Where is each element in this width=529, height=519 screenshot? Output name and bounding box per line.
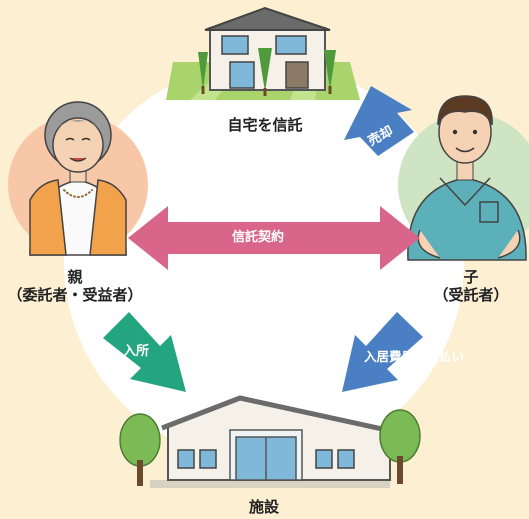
trust-contract-arrow [128, 206, 420, 270]
trust-contract-label: 信託契約 [232, 230, 285, 245]
sale-arrow [344, 86, 414, 156]
house-illustration [166, 6, 360, 100]
parent-illustration [29, 101, 127, 256]
child-illustration [407, 95, 527, 261]
parent-label: 親 （委託者・受益者） [2, 268, 148, 304]
child-label: 子 （受託者） [416, 268, 526, 304]
payment-arrow [342, 312, 423, 392]
parent-role: （委託者・受益者） [7, 286, 143, 304]
house-label: 自宅を信託 [227, 116, 303, 134]
facility-illustration [119, 395, 421, 488]
facility-label: 施設 [248, 498, 279, 516]
child-role: （受託者） [433, 286, 509, 304]
payment-arrow-label: 入居費用の支払い [364, 349, 465, 364]
admission-arrow [103, 312, 186, 392]
child-name: 子 [463, 268, 479, 286]
admission-arrow-label: 入所 [123, 344, 150, 359]
parent-name: 親 [67, 268, 83, 286]
